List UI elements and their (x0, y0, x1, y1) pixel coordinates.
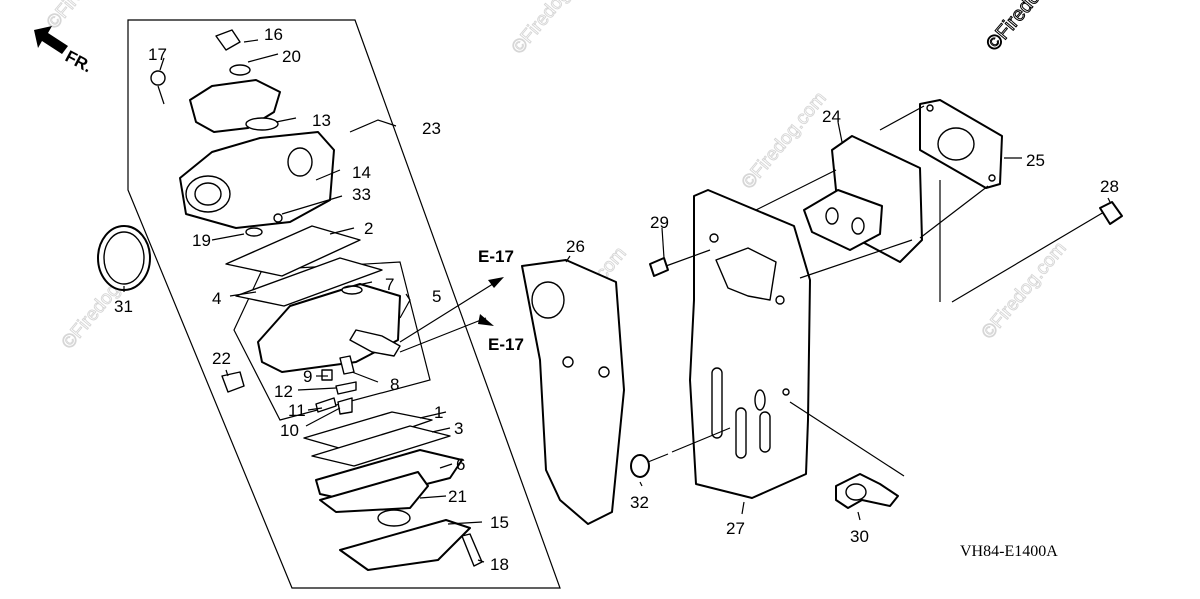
callout-8: 8 (390, 375, 399, 394)
e17-arrows (399, 277, 504, 353)
callout-2: 2 (364, 219, 373, 238)
callout-4: 4 (212, 289, 221, 308)
watermark-corner: ©Firedog (982, 0, 1052, 55)
callout-13: 13 (312, 111, 331, 130)
callout-5: 5 (432, 287, 441, 306)
reference-label-e17[interactable]: E-17 (478, 247, 514, 266)
shield-hole (562, 356, 574, 368)
shield-hole (598, 366, 610, 378)
callout-31: 31 (114, 297, 133, 316)
part-29-bolt (649, 249, 711, 277)
direction-label: FR. (62, 47, 95, 77)
callout-18: 18 (490, 555, 509, 574)
part-26-shield (521, 259, 625, 525)
callout-3: 3 (454, 419, 463, 438)
part-30-clamp (835, 473, 899, 509)
part-24-insulator (803, 135, 923, 263)
callout-10: 10 (280, 421, 299, 440)
callout-25: 25 (1026, 151, 1045, 170)
callout-28: 28 (1100, 177, 1119, 196)
reference-label-e17[interactable]: E-17 (488, 335, 524, 354)
callout-12: 12 (274, 382, 293, 401)
callout-6: 6 (456, 455, 465, 474)
callout-7: 7 (385, 275, 394, 294)
callout-numbers: 1 2 3 4 5 6 7 8 9 10 11 12 13 14 15 16 1… (114, 25, 1119, 574)
callout-23: 23 (422, 119, 441, 138)
callout-26: 26 (566, 237, 585, 256)
callout-30: 30 (850, 527, 869, 546)
callout-32: 32 (630, 493, 649, 512)
assembly-23-outline (127, 19, 561, 589)
carburetor-parts (97, 29, 483, 571)
watermark: ©Firedog.com (978, 238, 1071, 343)
callout-29: 29 (650, 213, 669, 232)
watermark: ©Firedog.com (43, 0, 136, 33)
callout-27: 27 (726, 519, 745, 538)
callout-33: 33 (352, 185, 371, 204)
callout-24: 24 (822, 107, 841, 126)
front-direction-arrow: FR. (34, 26, 95, 76)
callout-16: 16 (264, 25, 283, 44)
callout-15: 15 (490, 513, 509, 532)
diagram-code: VH84-E1400A (960, 543, 1058, 560)
callout-17: 17 (148, 45, 167, 64)
callout-1: 1 (434, 403, 443, 422)
callout-11: 11 (288, 401, 306, 420)
leader-lines (123, 39, 1111, 563)
watermark: ©Firedog.com (738, 88, 831, 193)
part-25-gasket (919, 99, 1003, 189)
callout-20: 20 (282, 47, 301, 66)
callout-9: 9 (303, 367, 312, 386)
part-28-bolt (951, 201, 1123, 303)
callout-19: 19 (192, 231, 211, 250)
watermark: ©Firedog.com (508, 0, 601, 58)
part-32-bolt (630, 453, 669, 478)
shield-hole (531, 281, 565, 319)
callout-22: 22 (212, 349, 231, 368)
callout-14: 14 (352, 163, 371, 182)
callout-21: 21 (448, 487, 467, 506)
part-27-plate (689, 189, 811, 499)
